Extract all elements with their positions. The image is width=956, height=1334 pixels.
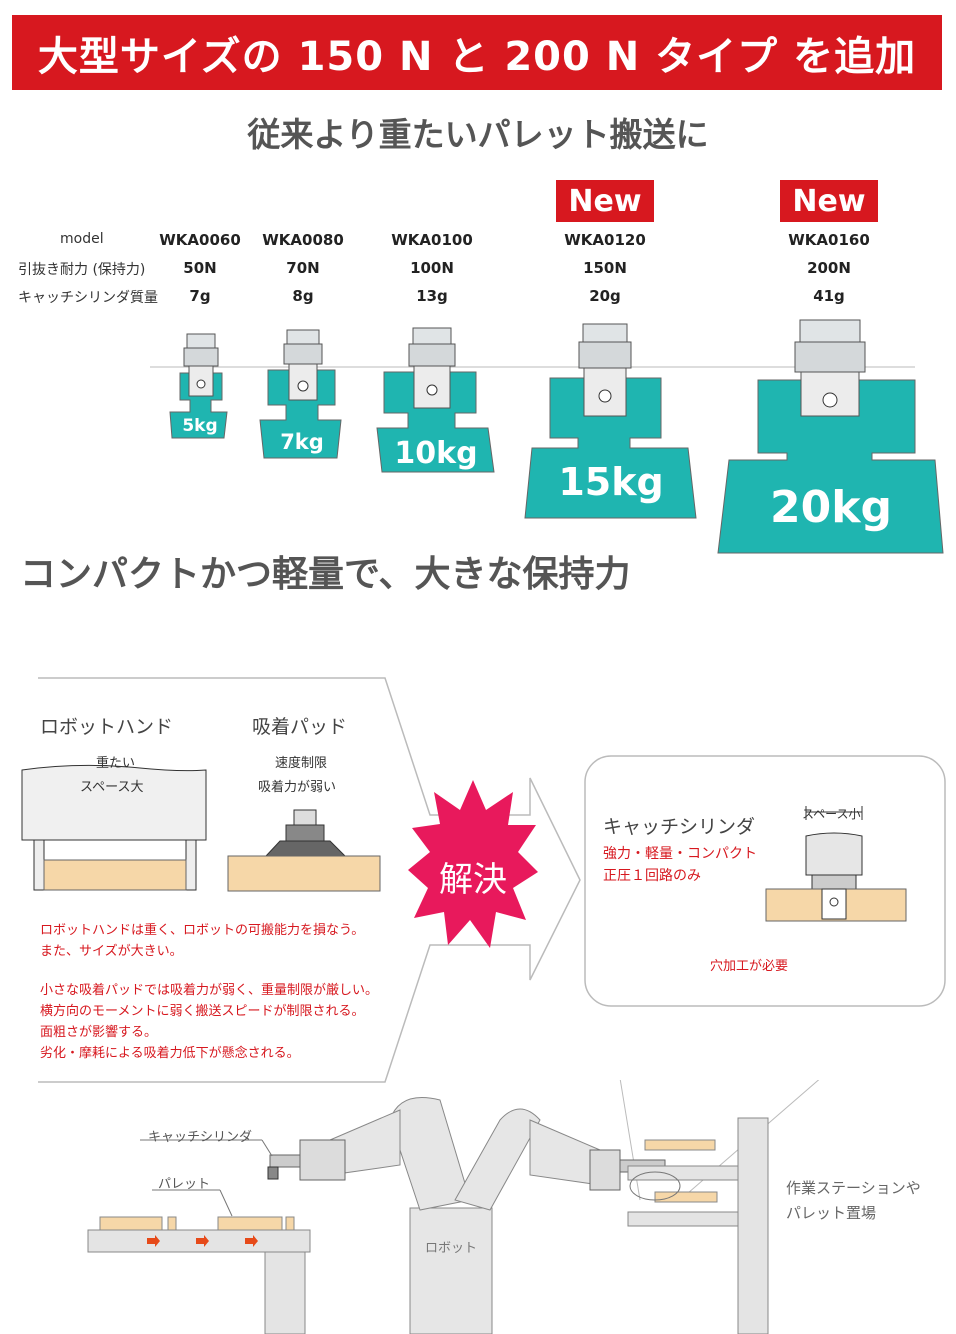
robot-hand-note-2: スペース大: [80, 780, 144, 795]
model-wka0080: WKA0080: [262, 231, 344, 249]
model-wka0160: WKA0160: [788, 231, 870, 249]
solution-feature-2: 正圧１回路のみ: [603, 868, 701, 884]
mass-wka0160: 41g: [813, 287, 845, 305]
force-wka0160: 200N: [807, 259, 851, 277]
catch-cylinder-callout: キャッチシリンダ: [148, 1130, 253, 1145]
payload-block-10kg: [376, 327, 495, 473]
suction-pad-note-2: 吸着力が弱い: [258, 780, 337, 795]
model-wka0100: WKA0100: [391, 231, 473, 249]
payload-block-20kg: [717, 319, 944, 554]
model-wka0060: WKA0060: [159, 231, 241, 249]
robot-transfer-diagram: [87, 1080, 820, 1334]
force-wka0120: 150N: [583, 259, 627, 277]
issue-suction-2: 横方向のモーメントに弱く搬送スピードが制限される。: [40, 1004, 365, 1019]
mass-wka0120: 20g: [589, 287, 621, 305]
solve-label: 解決: [439, 860, 507, 900]
page-banner: 大型サイズの 150 N と 200 N タイプ を追加: [12, 15, 942, 90]
solution-panel-frame: [584, 755, 946, 1007]
robot-label: ロボット: [425, 1241, 478, 1256]
payload-label-15kg: 15kg: [558, 460, 664, 504]
model-wka0120: WKA0120: [564, 231, 646, 249]
station-label-2: パレット置場: [786, 1204, 877, 1222]
solve-starburst: [408, 780, 538, 948]
payload-label-7kg: 7kg: [280, 430, 324, 454]
mass-wka0080: 8g: [292, 287, 314, 305]
payload-illustrations: [150, 319, 944, 554]
payload-label-20kg: 20kg: [770, 482, 892, 533]
force-wka0060: 50N: [183, 259, 217, 277]
section-heading: コンパクトかつ軽量で、大きな保持力: [20, 554, 631, 595]
pallet-callout: パレット: [158, 1177, 211, 1192]
mass-wka0060: 7g: [189, 287, 211, 305]
payload-block-7kg: [259, 329, 342, 459]
row-label-model: model: [60, 231, 104, 247]
issue-suction-4: 劣化・摩耗による吸着力低下が懸念される。: [40, 1046, 300, 1061]
mass-wka0100: 13g: [416, 287, 448, 305]
space-small-label: スペース小: [802, 807, 861, 821]
force-wka0080: 70N: [286, 259, 320, 277]
comparison-frames: [21, 677, 946, 1083]
issue-robot-hand-2: また、サイズが大きい。: [40, 944, 183, 959]
payload-label-5kg: 5kg: [182, 416, 218, 436]
row-label-mass: キャッチシリンダ質量: [18, 290, 158, 306]
robot-hand-title: ロボットハンド: [40, 716, 174, 738]
payload-block-5kg: [169, 333, 228, 439]
new-badge-wka0160: New: [780, 180, 878, 222]
page-subtitle: 従来より重たいパレット搬送に: [247, 115, 709, 154]
suction-pad-note-1: 速度制限: [275, 756, 328, 771]
row-label-force: 引抜き耐力 (保持力): [18, 262, 146, 278]
new-badge-wka0120: New: [556, 180, 654, 222]
robot-hand-note-1: 重たい: [96, 756, 136, 771]
hole-note: 穴加工が必要: [710, 959, 789, 974]
issue-suction-1: 小さな吸着パッドでは吸着力が弱く、重量制限が厳しい。: [40, 983, 379, 998]
issue-suction-3: 面粗さが影響する。: [40, 1025, 158, 1040]
banner-title: 大型サイズの 150 N と 200 N タイプ を追加: [37, 33, 917, 80]
payload-block-15kg: [524, 323, 697, 519]
payload-label-10kg: 10kg: [394, 436, 478, 471]
solution-feature-1: 強力・軽量・コンパクト: [603, 846, 757, 862]
suction-pad-title: 吸着パッド: [252, 716, 348, 738]
issue-robot-hand-1: ロボットハンドは重く、ロボットの可搬能力を損なう。: [40, 923, 365, 938]
solution-title: キャッチシリンダ: [603, 816, 756, 838]
station-label-1: 作業ステーションや: [786, 1179, 921, 1197]
force-wka0100: 100N: [410, 259, 454, 277]
